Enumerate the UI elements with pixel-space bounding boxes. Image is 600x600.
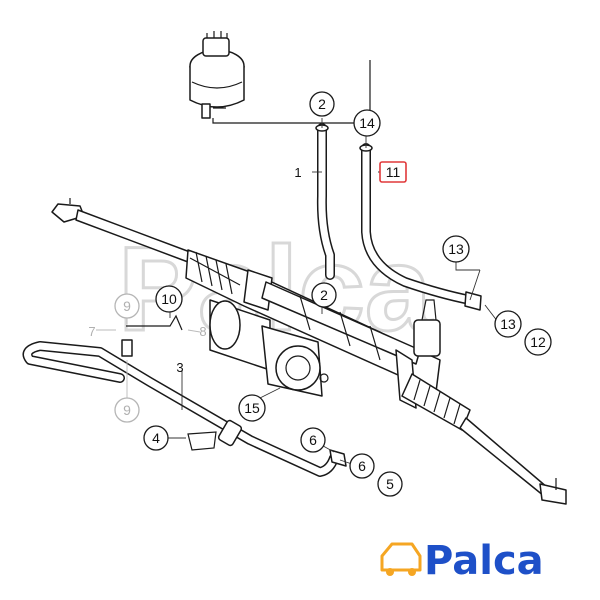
- callout-4: 4: [143, 425, 169, 451]
- callout-14: 14: [353, 109, 381, 137]
- svg-text:9: 9: [123, 402, 131, 418]
- callout-10: 10: [155, 285, 183, 313]
- palca-logo: Palca: [380, 538, 544, 584]
- svg-text:2: 2: [320, 287, 328, 303]
- svg-text:6: 6: [309, 432, 317, 448]
- callout-11-highlighted: 11: [379, 161, 407, 183]
- hose-1: [315, 123, 335, 280]
- steering-rack: [185, 249, 441, 409]
- callout-1: 1: [294, 165, 301, 180]
- svg-text:15: 15: [244, 400, 260, 416]
- callout-13-top: 13: [442, 235, 470, 263]
- callout-8: 8: [199, 324, 206, 339]
- svg-text:12: 12: [530, 334, 546, 350]
- logo-text: Palca: [424, 538, 544, 584]
- svg-text:2: 2: [318, 96, 326, 112]
- hose-11: [359, 143, 482, 311]
- callout-13-bottom: 13: [494, 310, 522, 338]
- svg-text:9: 9: [123, 298, 131, 314]
- svg-text:14: 14: [359, 115, 375, 131]
- svg-text:10: 10: [161, 291, 177, 307]
- svg-text:5: 5: [386, 476, 394, 492]
- electric-pump: [209, 299, 329, 397]
- fluid-reservoir: [189, 31, 371, 124]
- callout-5: 5: [377, 471, 403, 497]
- svg-text:4: 4: [152, 430, 160, 446]
- svg-text:13: 13: [500, 316, 516, 332]
- tie-rod-right: [401, 373, 567, 505]
- svg-text:11: 11: [386, 164, 401, 180]
- pressure-line: [22, 341, 347, 477]
- car-icon: [380, 542, 422, 576]
- callout-6-right: 6: [349, 453, 375, 479]
- callout-9-top: 9: [114, 293, 140, 319]
- pressure-switch: [121, 314, 183, 357]
- svg-text:13: 13: [448, 241, 464, 257]
- callout-2-top: 2: [309, 91, 335, 117]
- callout-6-left: 6: [300, 427, 326, 453]
- callout-15: 15: [238, 394, 266, 422]
- svg-text:6: 6: [358, 458, 366, 474]
- callout-2-mid: 2: [311, 282, 337, 308]
- callout-12: 12: [524, 328, 552, 356]
- callout-3: 3: [176, 360, 183, 375]
- callout-9-bottom: 9: [114, 397, 140, 423]
- callout-7: 7: [88, 324, 95, 339]
